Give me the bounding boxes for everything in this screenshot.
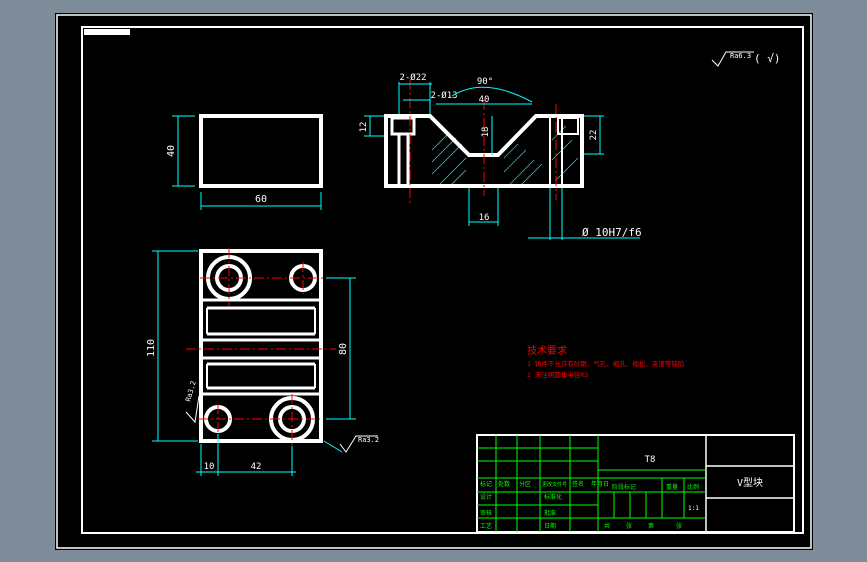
dim-width-text: 60: [255, 194, 267, 205]
section-hatching: [431, 125, 579, 187]
holes-dim-text: 2-Ø22: [399, 72, 426, 83]
front-section-view: 2-Ø22 2-Ø13 40 90° 12 18 22 16 Ø 10H7/f6: [359, 72, 642, 240]
surface-finish-icon: [185, 395, 200, 424]
left-counterbore: [390, 116, 416, 136]
tb-sheet-0: 共: [604, 522, 610, 530]
outer-border: [56, 14, 812, 549]
top-view-outline: [199, 114, 323, 188]
height-right-text: 22: [589, 130, 599, 141]
paper-background: [55, 13, 813, 550]
notes-line-2: 2 未注明圆角半径R3: [527, 370, 588, 379]
tb-header-0: 标记: [480, 480, 492, 488]
left-offset-text: 10: [204, 462, 215, 472]
notes-title: 技术要求: [527, 344, 567, 357]
inner-border: [81, 26, 804, 534]
right-counterbore: [557, 117, 579, 135]
roughness-icon: [711, 51, 754, 67]
tb-date: 日期: [544, 522, 556, 530]
groove-width-text: 40: [479, 95, 490, 105]
tb-part-name: V型块: [737, 476, 763, 489]
technical-requirements: 技术要求 1 铸件不允许有砂眼、气孔、缩孔、缩松、夹渣等缺陷 2 未注明圆角半径…: [527, 344, 684, 379]
plan-outline: [199, 249, 323, 443]
tb-sheet-3: 张: [676, 522, 682, 530]
depth-mid-text: 18: [481, 127, 491, 138]
tb-sheet-2: 第: [648, 522, 654, 530]
tb-design: 设计: [480, 493, 492, 501]
counterbore-dim-text: 2-Ø13: [430, 90, 457, 101]
tb-header-4: 签名: [572, 480, 584, 488]
tb-approve: 批准: [544, 509, 556, 517]
plan-view: 110 80 10 42 Ra3.2 Ra3.2: [146, 248, 379, 476]
tb-header-3: 更改文件号: [542, 481, 567, 488]
tb-stage: 阶段标记: [612, 483, 636, 491]
hole-dist-text: 42: [251, 462, 262, 472]
roughness-rest-text: ( √): [754, 52, 781, 65]
title-block-frame: [476, 434, 795, 533]
tb-material: T8: [645, 455, 656, 465]
tb-sheet-1: 张: [626, 522, 632, 530]
general-roughness: Ra6.3 ( √): [711, 51, 781, 67]
depth-left-text: 12: [359, 122, 369, 133]
surface-finish-icon-2: [339, 435, 378, 453]
tb-scale-label: 比例: [687, 483, 699, 491]
v-block-outline: [384, 114, 584, 188]
height-total-text: 110: [146, 339, 157, 357]
dim-height-text: 40: [166, 145, 177, 157]
top-view: 60 40: [166, 114, 323, 210]
title-block-grid: [477, 435, 706, 532]
title-block: 标记 处数 分区 更改文件号 签名 年月日 设计 审核 工艺 标准化 批准 日期…: [476, 434, 795, 533]
corner-mark: [84, 29, 130, 35]
tb-header-1: 处数: [498, 480, 510, 488]
tb-weight: 重量: [666, 483, 678, 491]
tb-review: 审核: [480, 509, 492, 517]
tb-header-2: 分区: [519, 480, 531, 488]
angle-text: 90°: [477, 77, 493, 87]
plan-centerlines: [186, 248, 336, 446]
angle-arc: [451, 86, 533, 103]
hole-spacing-text: 80: [338, 343, 349, 355]
surface-right-text: Ra3.2: [358, 436, 379, 444]
bottom-width-text: 16: [479, 213, 490, 223]
tb-process: 工艺: [480, 522, 492, 530]
notes-line-1: 1 铸件不允许有砂眼、气孔、缩孔、缩松、夹渣等缺陷: [527, 359, 684, 368]
tb-scale-value: 1:1: [688, 505, 699, 512]
tb-header-5: 年月日: [591, 480, 609, 488]
roughness-symbol-text: Ra6.3: [730, 52, 751, 60]
tb-standard: 标准化: [544, 493, 562, 501]
fit-text: Ø 10H7/f6: [582, 226, 642, 239]
